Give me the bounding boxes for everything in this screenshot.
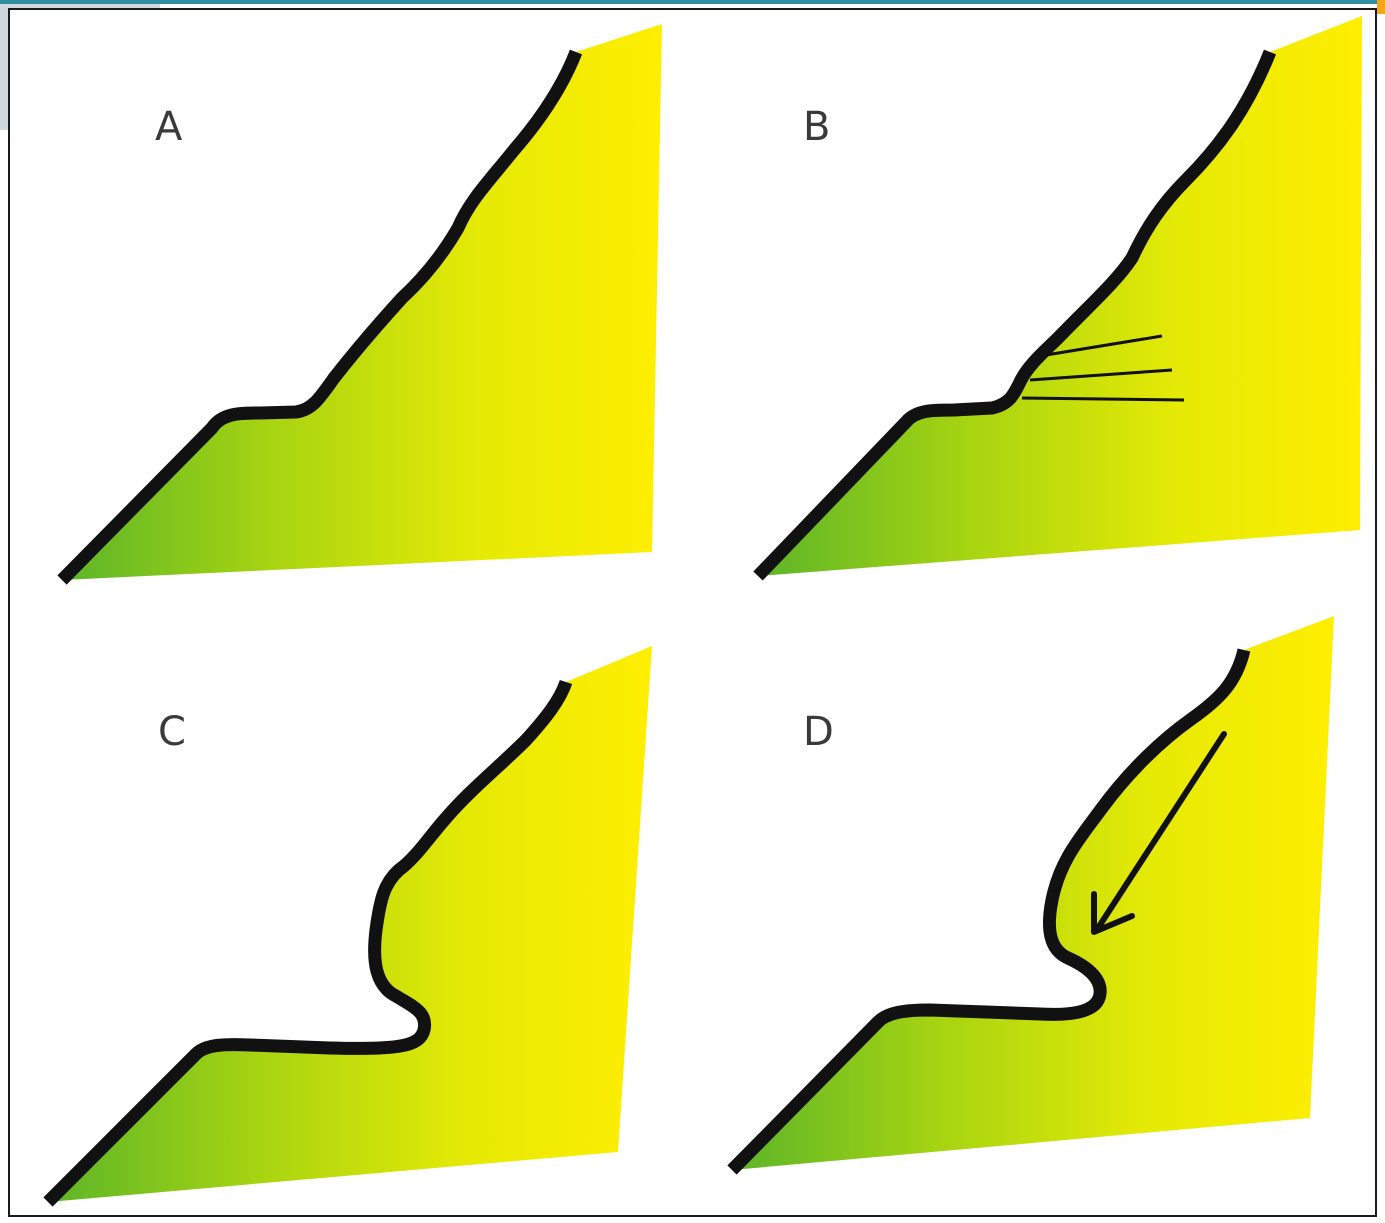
panel-label-d: D	[803, 709, 834, 755]
crack-line-3	[1022, 398, 1184, 400]
slope-fill-b	[758, 16, 1362, 576]
panel-label-b: B	[803, 104, 830, 150]
panel-b: B	[758, 16, 1362, 576]
panel-a: A	[62, 24, 662, 580]
panel-d: D	[732, 616, 1334, 1170]
panel-label-a: A	[155, 104, 183, 150]
panel-c: C	[48, 646, 652, 1202]
panel-label-c: C	[158, 709, 186, 755]
